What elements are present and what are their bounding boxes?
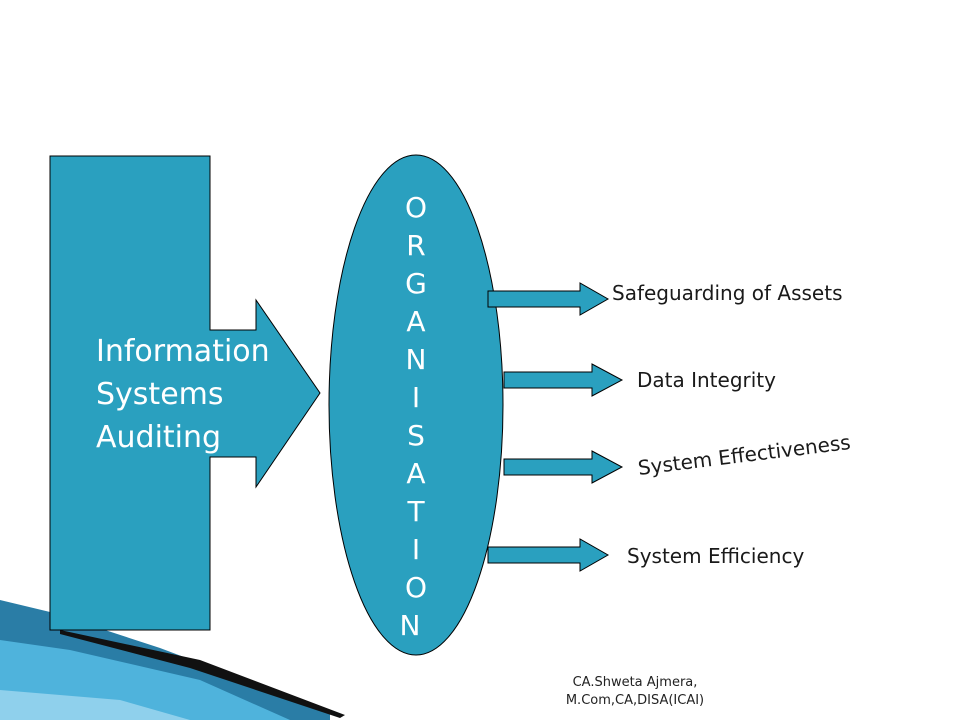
outcome-arrow-3 [503, 450, 624, 484]
footer-line-1: CA.Shweta Ajmera, [572, 675, 698, 690]
organisation-letter: I [411, 381, 421, 414]
outcome-label-system-efficiency: System Efficiency [627, 544, 805, 568]
organisation-letter: A [406, 305, 426, 338]
organisation-letter: S [407, 419, 425, 452]
footer-credit: CA.Shweta Ajmera, M.Com,CA,DISA(ICAI) [500, 674, 770, 710]
main-box-line-auditing: Auditing [96, 420, 222, 455]
main-box-line-information: Information [96, 334, 270, 369]
organisation-letter: O [404, 571, 428, 604]
organisation-letter: G [405, 267, 427, 300]
organisation-letter: T [407, 495, 425, 528]
information-systems-auditing-shape [49, 155, 321, 631]
outcome-arrow-4 [487, 538, 610, 572]
outcome-label-safeguarding-of-assets: Safeguarding of Assets [612, 281, 843, 305]
footer-line-2: M.Com,CA,DISA(ICAI) [565, 693, 705, 708]
outcome-arrow-2 [503, 363, 624, 397]
outcome-arrow-1 [487, 282, 610, 316]
organisation-letter: N [399, 609, 421, 642]
main-box-line-systems: Systems [96, 377, 224, 412]
organisation-letter: R [406, 229, 426, 262]
organisation-ellipse [328, 154, 504, 656]
organisation-letter: O [404, 191, 428, 224]
organisation-letter: I [411, 533, 421, 566]
organisation-letter: N [405, 343, 427, 376]
organisation-letter: A [406, 457, 426, 490]
outcome-label-data-integrity: Data Integrity [637, 368, 776, 392]
